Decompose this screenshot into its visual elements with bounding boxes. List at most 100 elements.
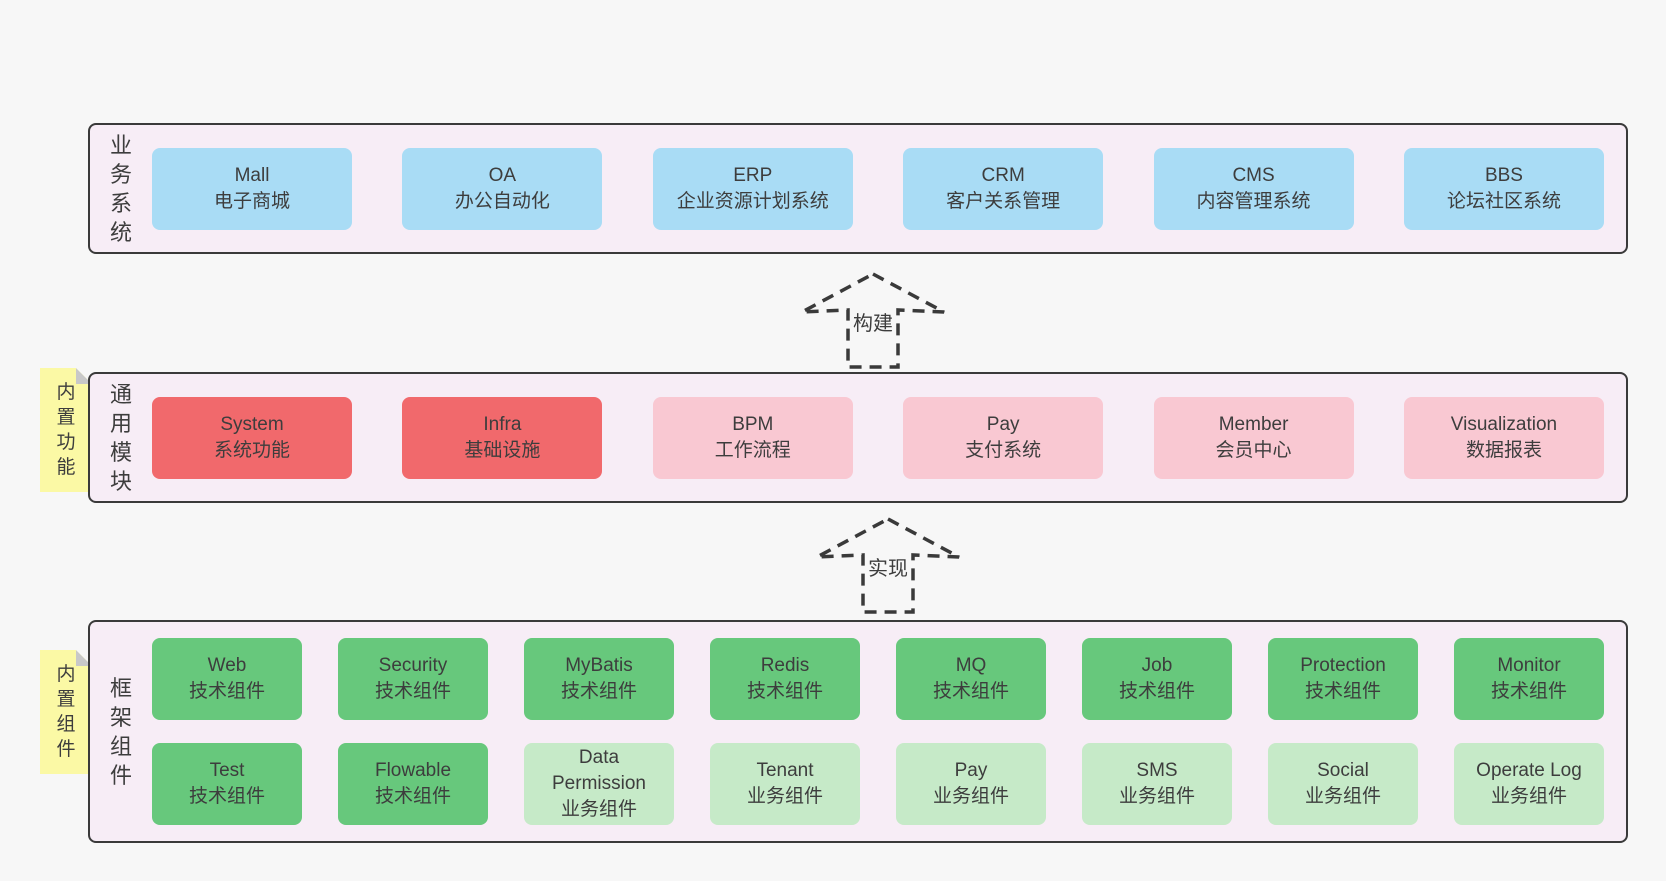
box-title: CRM (981, 164, 1025, 186)
box-title: OA (488, 164, 517, 186)
implement-arrow: 实现 (813, 515, 963, 615)
box-subtitle: 业务组件 (932, 786, 1009, 807)
box-title: Pay (954, 760, 988, 781)
box-subtitle: 技术组件 (560, 681, 637, 702)
box-title: CMS (1232, 164, 1275, 186)
box-subtitle: 技术组件 (374, 786, 451, 807)
box-subtitle: 数据报表 (1465, 439, 1542, 461)
box-title: ERP (733, 164, 773, 186)
box-subtitle: 论坛社区系统 (1446, 190, 1561, 212)
band-label-text: 通用模块 (109, 381, 132, 494)
module-box-data-permission: Data Permission 业务组件 (524, 743, 674, 825)
box-subtitle: 办公自动化 (454, 190, 550, 212)
box-subtitle: 技术组件 (188, 786, 265, 807)
module-box-visualization: Visualization 数据报表 (1403, 396, 1604, 479)
box-subtitle: 技术组件 (374, 681, 451, 702)
built-in-components-note: 内置组件 (40, 650, 92, 774)
module-box-oa: OA 办公自动化 (402, 147, 603, 230)
box-title: Member (1218, 413, 1289, 435)
box-title: Operate Log (1476, 760, 1582, 781)
box-subtitle: 客户关系管理 (946, 190, 1061, 212)
box-title: Data Permission (552, 747, 646, 794)
module-box-monitor: Monitor 技术组件 (1454, 638, 1604, 720)
box-title: Pay (986, 413, 1020, 435)
module-box-bpm: BPM 工作流程 (652, 396, 853, 479)
box-subtitle: 技术组件 (746, 681, 823, 702)
box-title: Social (1317, 760, 1369, 781)
box-title: MQ (955, 655, 987, 676)
box-subtitle: 企业资源计划系统 (676, 190, 829, 212)
module-box-mall: Mall 电子商城 (152, 147, 352, 230)
built-in-features-note: 内置功能 (40, 368, 92, 492)
box-title: Redis (760, 655, 810, 676)
box-subtitle: 内容管理系统 (1196, 190, 1311, 212)
band-business-systems-label: 业务系统 (90, 125, 152, 252)
module-box-infra: Infra 基础设施 (402, 396, 603, 479)
box-title: System (220, 413, 284, 435)
module-box-mq: MQ 技术组件 (896, 638, 1046, 720)
box-subtitle: 工作流程 (714, 439, 791, 461)
build-arrow-label: 构建 (850, 312, 896, 336)
box-subtitle: 技术组件 (1490, 681, 1567, 702)
box-subtitle: 电子商城 (213, 190, 290, 212)
box-subtitle: 支付系统 (965, 439, 1042, 461)
box-title: SMS (1136, 760, 1178, 781)
module-box-test: Test 技术组件 (152, 743, 302, 825)
box-subtitle: 业务组件 (560, 799, 637, 820)
note-text: 内置组件 (56, 664, 76, 760)
module-box-member: Member 会员中心 (1153, 396, 1354, 479)
box-title: Monitor (1497, 655, 1561, 676)
module-box-erp: ERP 企业资源计划系统 (652, 147, 853, 230)
box-subtitle: 技术组件 (932, 681, 1009, 702)
module-box-social: Social 业务组件 (1268, 743, 1418, 825)
box-subtitle: 技术组件 (1304, 681, 1381, 702)
box-title: Visualization (1450, 413, 1558, 435)
band-label-text: 框架组件 (109, 675, 132, 788)
band-label-text: 业务系统 (109, 132, 132, 245)
note-text: 内置功能 (56, 382, 76, 478)
box-title: Mall (234, 164, 270, 186)
box-row: Mall 电子商城 OA 办公自动化 ERP 企业资源计划系统 CRM 客户关系管理 CMS 内容… (152, 147, 1604, 230)
dashed-up-arrow-icon (816, 517, 960, 614)
module-box-tenant: Tenant 业务组件 (710, 743, 860, 825)
module-box-crm: CRM 客户关系管理 (903, 147, 1104, 230)
box-subtitle: 业务组件 (1304, 786, 1381, 807)
build-arrow: 构建 (798, 270, 948, 370)
box-subtitle: 业务组件 (1490, 786, 1567, 807)
box-title: Test (209, 760, 245, 781)
box-subtitle: 基础设施 (464, 439, 541, 461)
module-box-mybatis: MyBatis 技术组件 (524, 638, 674, 720)
box-subtitle: 业务组件 (1118, 786, 1195, 807)
box-title: BPM (732, 413, 774, 435)
box-subtitle: 业务组件 (746, 786, 823, 807)
module-box-cms: CMS 内容管理系统 (1153, 147, 1354, 230)
band-common-modules-label: 通用模块 (90, 374, 152, 501)
band-framework-components-label: 框架组件 (90, 622, 152, 841)
module-box-redis: Redis 技术组件 (710, 638, 860, 720)
module-box-pay: Pay 业务组件 (896, 743, 1046, 825)
module-box-operate-log: Operate Log 业务组件 (1454, 743, 1604, 825)
box-subtitle: 技术组件 (188, 681, 265, 702)
dashed-up-arrow-icon (801, 272, 945, 369)
box-title: Tenant (756, 760, 814, 781)
module-box-sms: SMS 业务组件 (1082, 743, 1232, 825)
implement-arrow-label: 实现 (865, 557, 911, 581)
box-subtitle: 技术组件 (1118, 681, 1195, 702)
box-title: MyBatis (565, 655, 633, 676)
box-subtitle: 会员中心 (1215, 439, 1292, 461)
box-title: Infra (483, 413, 522, 435)
